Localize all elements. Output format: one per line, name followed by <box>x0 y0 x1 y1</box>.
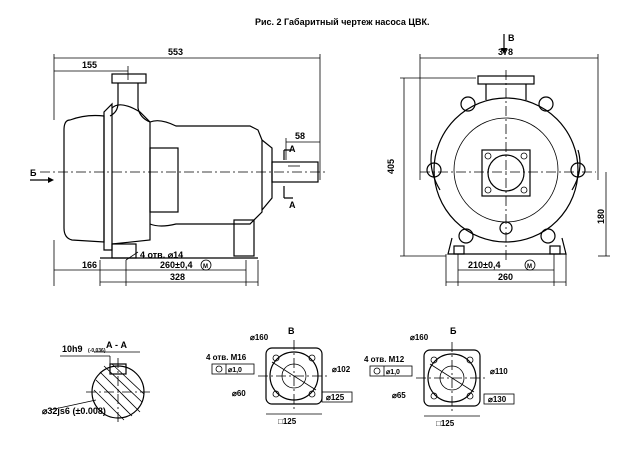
dim-overall-width: 378 <box>498 47 513 57</box>
flange-c-bolt-circle: ⌀160 <box>410 333 429 342</box>
dim-foot-width: 260 <box>498 272 513 282</box>
dim-base-offset: 166 <box>82 260 97 270</box>
section-aa-title: А - А <box>106 340 127 350</box>
flange-view-b: В ⌀160 4 отв. M16 ⌀1,0 ⌀102 ⌀60 ⌀125 □12… <box>206 326 353 426</box>
dim-base-spacing: 260±0,4 <box>160 260 192 270</box>
front-view: 553 155 Б А А <box>30 47 325 286</box>
flange-view-c: Б ⌀160 4 отв. M12 ⌀1,0 ⌀110 ⌀65 ⌀130 □12… <box>364 326 515 428</box>
view-arrow-b: Б <box>30 168 37 178</box>
key-width-tol: (-0,036) <box>88 348 106 354</box>
shaft-diameter-dim: ⌀32js6 (±0.008) <box>42 406 106 416</box>
flange-b-outer: ⌀125 <box>326 393 345 402</box>
flange-b-bore: ⌀60 <box>232 389 246 398</box>
tol-symbol-m-foot: M <box>527 264 532 270</box>
flange-c-bore: ⌀65 <box>392 391 406 400</box>
tol-symbol-m-base: M <box>203 264 208 270</box>
key-width-dim: 10h9 <box>62 344 83 354</box>
dim-shaft-length: 58 <box>295 131 305 141</box>
flange-c-raised-face: ⌀110 <box>490 367 508 376</box>
flange-b-title: В <box>288 326 295 336</box>
flange-b-position-tol: ⌀1,0 <box>228 367 242 374</box>
dim-shaft-height: 180 <box>596 209 606 224</box>
flange-c-square: □125 <box>436 419 455 428</box>
flange-b-holes: 4 отв. M16 <box>206 353 247 362</box>
flange-c-outer: ⌀130 <box>488 395 507 404</box>
flange-b-square: □125 <box>278 417 297 426</box>
base-holes-note: 4 отв. ⌀14 <box>140 250 183 260</box>
view-mark-b: В <box>508 33 515 43</box>
section-mark-bottom: А <box>289 200 296 210</box>
flange-b-raised-face: ⌀102 <box>332 365 351 374</box>
dim-base-length: 328 <box>170 272 185 282</box>
side-view: В 378 <box>386 33 610 286</box>
flange-c-title: Б <box>450 326 457 336</box>
section-aa: А - А 10h9 (-0,036) ⌀32js6 (±0.008) <box>42 340 150 424</box>
flange-c-holes: 4 отв. M12 <box>364 355 405 364</box>
drawing-title: Рис. 2 Габаритный чертеж насоса ЦВК. <box>255 17 430 27</box>
dim-foot-spacing: 210±0,4 <box>468 260 500 270</box>
dim-overall-length: 553 <box>168 47 183 57</box>
dim-height: 405 <box>386 159 396 174</box>
flange-b-bolt-circle: ⌀160 <box>250 333 269 342</box>
section-mark-top: А <box>289 144 296 154</box>
flange-c-position-tol: ⌀1,0 <box>386 369 400 376</box>
dim-outlet-offset: 155 <box>82 60 97 70</box>
